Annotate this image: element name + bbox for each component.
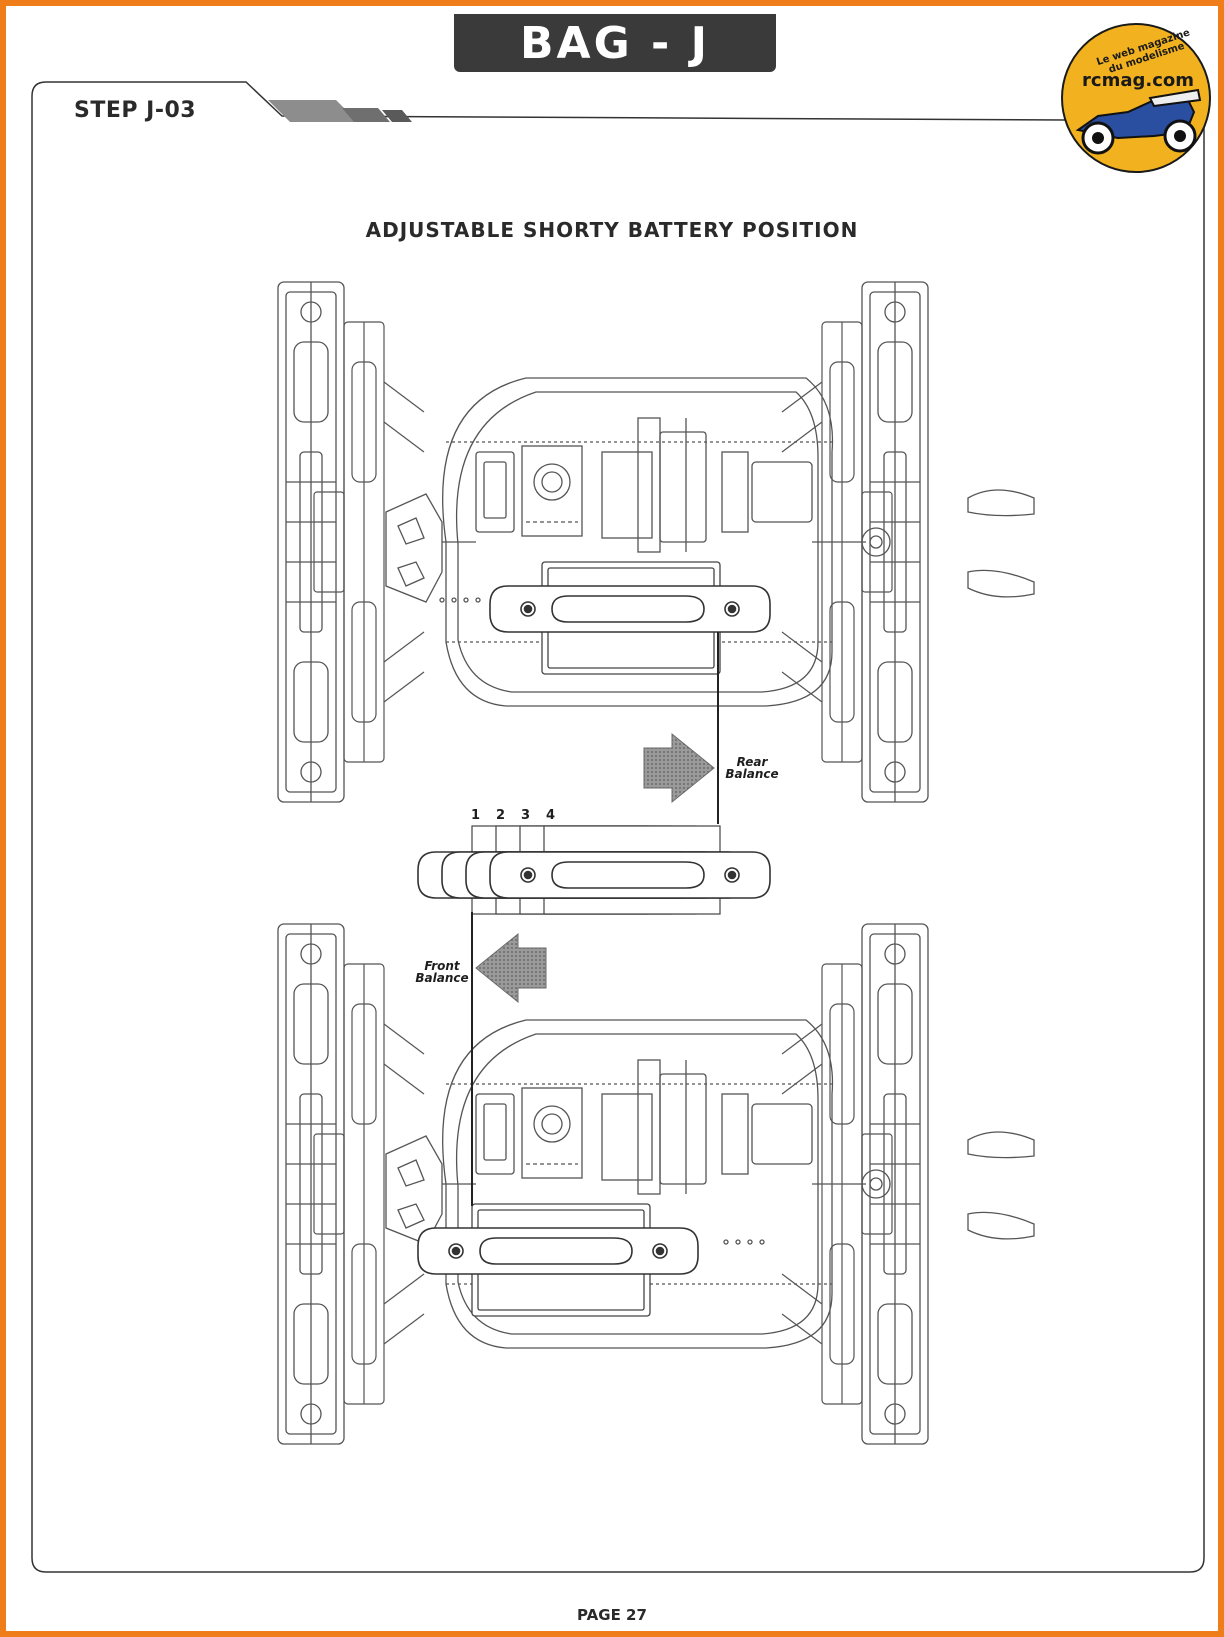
battery-positions (417, 825, 771, 915)
bag-title: BAG - J (454, 14, 776, 72)
position-1: 1 (471, 808, 481, 823)
position-4: 4 (546, 808, 556, 823)
front-balance-label: Front Balance (415, 959, 469, 985)
step-number: STEP J-03 (74, 98, 197, 123)
position-3: 3 (521, 808, 531, 823)
position-2: 2 (496, 808, 506, 823)
battery-strap-front (417, 1227, 699, 1275)
car-bottom-view (278, 924, 1034, 1444)
page-frame (31, 81, 1205, 1573)
car-top-view (278, 282, 1034, 802)
front-arrow-icon (475, 932, 547, 1004)
chassis-diagram (6, 6, 1218, 1631)
rcmag-logo (1061, 23, 1211, 173)
rear-balance-label: Rear Balance (725, 755, 779, 781)
section-title: ADJUSTABLE SHORTY BATTERY POSITION (365, 218, 859, 242)
rear-arrow-icon (643, 732, 715, 804)
page-number: PAGE 27 (577, 1606, 647, 1624)
logo-site: rcmag.com (1082, 70, 1194, 91)
battery-strap-rear (489, 585, 771, 633)
